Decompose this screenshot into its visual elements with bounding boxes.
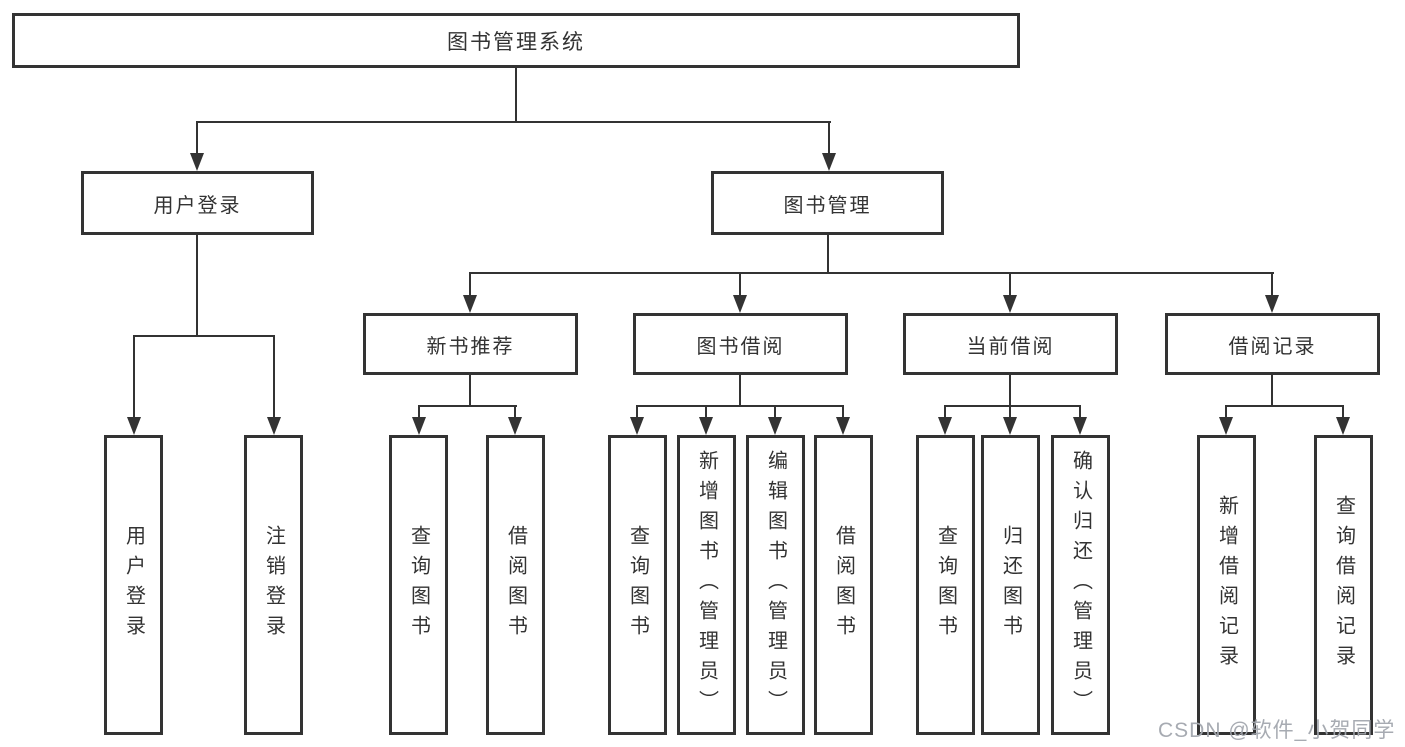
node-book-management-label: 图书管理 [783,194,872,217]
arrowhead-to-leaf-query-borrow-record [1336,417,1350,435]
node-borrowing-records: 借阅记录 [1165,313,1380,375]
leaf-add-books-admin-label: 新增图书（管理员） [695,450,718,720]
connector-to-leaf-borrow-books-recommend [514,405,516,419]
connector-to-leaf-query-books-borrowing [636,405,638,419]
leaf-query-borrow-record: 查询借阅记录 [1314,435,1373,735]
connector-current-stem [1009,373,1011,407]
node-book-borrowing-label: 图书借阅 [696,335,785,358]
connector-to-book-borrowing [739,272,741,297]
arrowhead-to-leaf-return-books [1003,417,1017,435]
connector-to-book-management [828,121,830,155]
connector-borrowing-stem [739,373,741,407]
leaf-add-books-admin: 新增图书（管理员） [677,435,736,735]
connector-to-leaf-query-books-current [944,405,946,419]
leaf-borrow-books-recommend: 借阅图书 [486,435,545,735]
connector-to-current-borrowing [1009,272,1011,297]
connector-to-leaf-user-login [133,335,135,419]
arrowhead-to-leaf-edit-books-admin [768,417,782,435]
arrowhead-to-leaf-query-books-current [938,417,952,435]
arrowhead-to-leaf-add-books-admin [699,417,713,435]
leaf-query-books-borrowing: 查询图书 [608,435,667,735]
node-current-borrowing: 当前借阅 [903,313,1118,375]
leaf-add-borrow-record-label: 新增借阅记录 [1215,495,1238,675]
connector-book-management-stem [827,233,829,274]
connector-to-borrowing-records [1271,272,1273,297]
node-book-borrowing: 图书借阅 [633,313,848,375]
connector-to-leaf-edit-books-admin [774,405,776,419]
connector-to-leaf-return-books [1009,405,1011,419]
connector-to-leaf-add-books-admin [705,405,707,419]
arrowhead-to-leaf-logout [267,417,281,435]
arrowhead-to-leaf-borrow-books-borrowing [836,417,850,435]
connector-to-leaf-query-books-recommend [418,405,420,419]
connector-records-split [1225,405,1344,407]
node-new-book-recommendation: 新书推荐 [363,313,578,375]
leaf-logout-label: 注销登录 [262,525,285,645]
connector-to-leaf-borrow-books-borrowing [842,405,844,419]
arrowhead-to-leaf-user-login [127,417,141,435]
leaf-query-books-current-label: 查询图书 [934,525,957,645]
leaf-query-borrow-record-label: 查询借阅记录 [1332,495,1355,675]
arrowhead-to-current-borrowing [1003,295,1017,313]
arrowhead-to-user-login [190,153,204,171]
leaf-confirm-return-admin: 确认归还（管理员） [1051,435,1110,735]
leaf-query-books-recommend: 查询图书 [389,435,448,735]
watermark: CSDN @软件_小贺同学 [1158,719,1396,742]
leaf-query-books-borrowing-label: 查询图书 [626,525,649,645]
node-borrowing-records-label: 借阅记录 [1228,335,1317,358]
leaf-user-login: 用户登录 [104,435,163,735]
leaf-borrow-books-borrowing: 借阅图书 [814,435,873,735]
connector-to-new-book-recommendation [469,272,471,297]
connector-root-stem [515,66,517,123]
connector-user-login-split [133,335,275,337]
connector-recommendation-stem [469,373,471,407]
connector-book-management-split [469,272,1274,274]
leaf-return-books-label: 归还图书 [999,525,1022,645]
leaf-edit-books-admin-label: 编辑图书（管理员） [764,450,787,720]
node-user-login-label: 用户登录 [153,194,242,217]
connector-to-leaf-confirm-return-admin [1079,405,1081,419]
node-library-management-system: 图书管理系统 [12,13,1020,68]
arrowhead-to-leaf-confirm-return-admin [1073,417,1087,435]
connector-recommendation-split [418,405,517,407]
leaf-edit-books-admin: 编辑图书（管理员） [746,435,805,735]
node-user-login: 用户登录 [81,171,314,235]
arrowhead-to-leaf-query-books-borrowing [630,417,644,435]
connector-to-leaf-logout [273,335,275,419]
arrowhead-to-book-management [822,153,836,171]
leaf-confirm-return-admin-label: 确认归还（管理员） [1069,450,1092,720]
connector-to-leaf-query-borrow-record [1342,405,1344,419]
arrowhead-to-book-borrowing [733,295,747,313]
arrowhead-to-borrowing-records [1265,295,1279,313]
arrowhead-to-new-book-recommendation [463,295,477,313]
connector-records-stem [1271,373,1273,407]
leaf-borrow-books-borrowing-label: 借阅图书 [832,525,855,645]
node-book-management: 图书管理 [711,171,944,235]
arrowhead-to-leaf-query-books-recommend [412,417,426,435]
leaf-query-books-recommend-label: 查询图书 [407,525,430,645]
arrowhead-to-leaf-borrow-books-recommend [508,417,522,435]
connector-user-login-stem [196,233,198,337]
node-library-management-system-label: 图书管理系统 [447,30,585,54]
connector-borrowing-split [636,405,844,407]
leaf-query-books-current: 查询图书 [916,435,975,735]
leaf-borrow-books-recommend-label: 借阅图书 [504,525,527,645]
leaf-user-login-label: 用户登录 [122,525,145,645]
connector-to-user-login [196,121,198,155]
node-new-book-recommendation-label: 新书推荐 [426,335,515,358]
node-current-borrowing-label: 当前借阅 [966,335,1055,358]
leaf-return-books: 归还图书 [981,435,1040,735]
leaf-logout: 注销登录 [244,435,303,735]
arrowhead-to-leaf-add-borrow-record [1219,417,1233,435]
connector-current-split [944,405,1081,407]
connector-root-split [196,121,831,123]
leaf-add-borrow-record: 新增借阅记录 [1197,435,1256,735]
connector-to-leaf-add-borrow-record [1225,405,1227,419]
